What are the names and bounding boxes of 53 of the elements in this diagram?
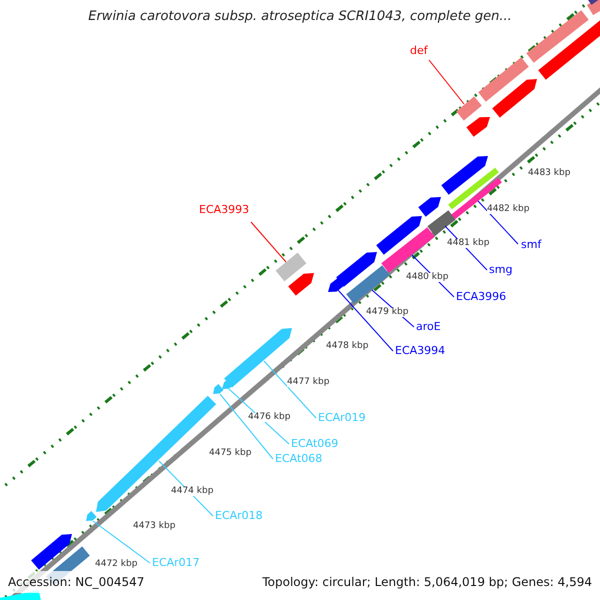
tick-label: 4480 kbp xyxy=(406,273,448,282)
leader-line xyxy=(264,360,316,418)
tick-label: 4479 kbp xyxy=(366,308,408,317)
accession-text: Accession: NC_004547 xyxy=(8,576,144,588)
gene-bar xyxy=(346,265,390,304)
gene-feature xyxy=(376,216,422,255)
gene-label: ECA3996 xyxy=(456,291,506,302)
gene-label: aroE xyxy=(416,321,441,332)
genome-summary: Topology: circular; Length: 5,064,019 bp; Genes: 4,594 xyxy=(262,576,592,588)
gene-bar xyxy=(456,96,482,121)
tick-label: 4482 kbp xyxy=(487,205,530,214)
gene-label: ECAr019 xyxy=(318,412,366,423)
gene-label: def xyxy=(410,45,428,56)
tick-label: 4477 kbp xyxy=(287,378,330,387)
tick-label: 4478 kbp xyxy=(326,342,368,351)
gene-label: ECA3994 xyxy=(395,345,446,356)
gene-bar xyxy=(586,0,600,16)
leader-line xyxy=(428,60,464,104)
gene-bar xyxy=(427,210,456,236)
gene-feature xyxy=(418,197,441,217)
gene-bar xyxy=(0,590,42,600)
tick-label: 4472 kbp xyxy=(95,560,138,569)
tick-label: 4476 kbp xyxy=(248,413,290,422)
gene-bar xyxy=(478,57,529,102)
gene-bar xyxy=(381,227,435,273)
gene-feature xyxy=(492,79,537,118)
gene-label: ECAr018 xyxy=(215,510,263,521)
tick-label: 4475 kbp xyxy=(209,449,252,458)
gene-label: ECA3993 xyxy=(199,204,250,215)
gene-feature xyxy=(288,273,314,296)
title: Erwinia carotovora subsp. atroseptica SCRI1043, complete gen... xyxy=(87,10,513,23)
leader-line xyxy=(250,222,286,262)
tick-label: 4481 kbp xyxy=(447,239,490,248)
gene-feature xyxy=(213,384,224,394)
gene-label: ECAr017 xyxy=(152,557,200,568)
gene-label: smg xyxy=(489,264,512,275)
leader-line xyxy=(338,290,394,352)
leader-line xyxy=(92,520,150,564)
gene-label: smf xyxy=(521,239,542,250)
gene-bar xyxy=(526,10,589,63)
gene-label: ECAt069 xyxy=(291,438,338,449)
tick-label: 4483 kbp xyxy=(528,169,570,178)
gene-feature xyxy=(86,511,97,521)
gene-feature xyxy=(336,252,377,287)
gene-feature xyxy=(222,378,234,389)
gene-feature xyxy=(441,156,488,195)
tick-label: 4474 kbp xyxy=(171,487,214,496)
tick-label: 4473 kbp xyxy=(133,522,176,531)
leader-line xyxy=(220,394,274,460)
gene-feature xyxy=(466,117,490,137)
gene-label: ECAt068 xyxy=(275,453,322,464)
gene-bar xyxy=(276,252,306,282)
leader-line xyxy=(478,200,518,244)
